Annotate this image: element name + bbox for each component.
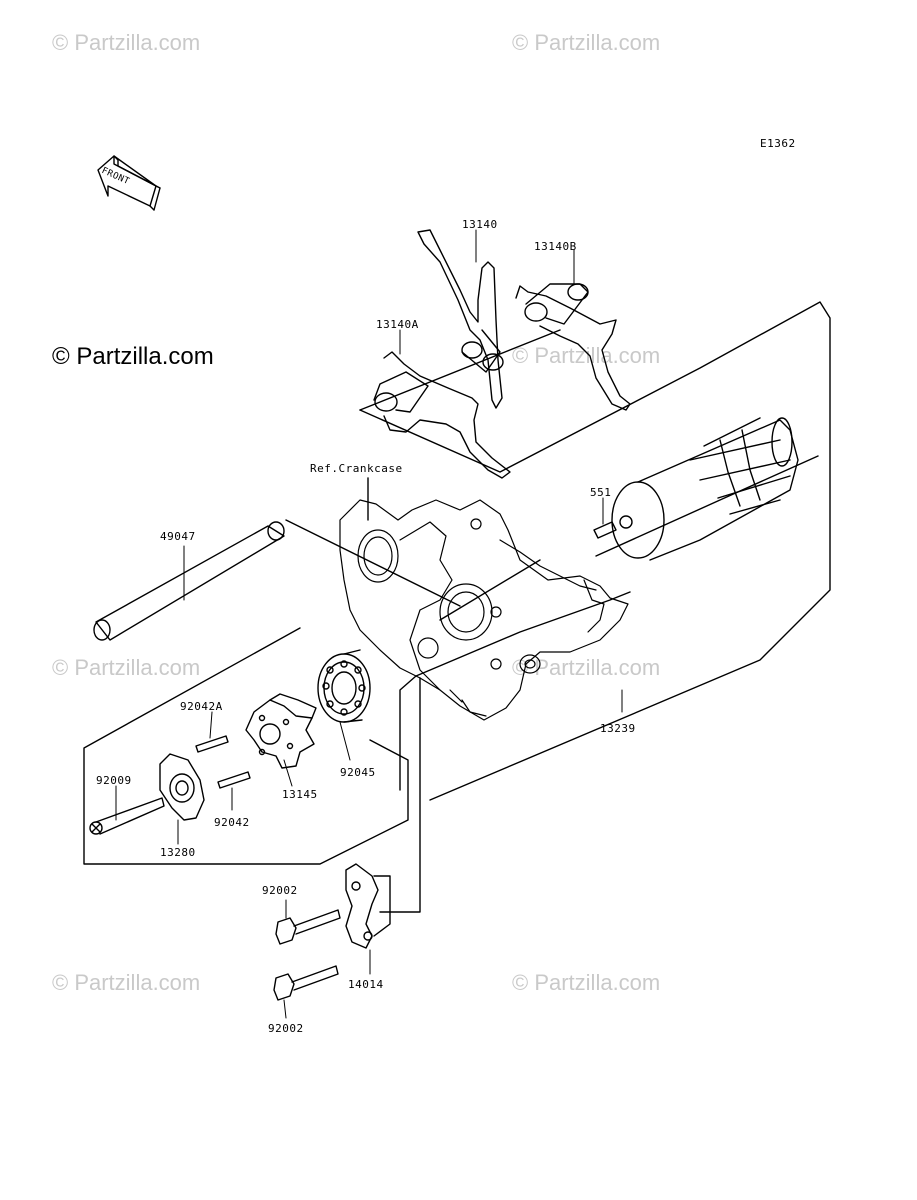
- watermark-lower-right: © Partzilla.com: [512, 655, 661, 680]
- part-label-13239[interactable]: 13239: [600, 722, 636, 735]
- shift-drum-13239: [611, 417, 799, 561]
- part-label-92002-upper[interactable]: 92002: [262, 884, 298, 897]
- part-label-92045[interactable]: 92045: [340, 766, 376, 779]
- part-label-92042A[interactable]: 92042A: [180, 700, 223, 713]
- part-label-13280[interactable]: 13280: [160, 846, 196, 859]
- watermark-top-left: © Partzilla.com: [52, 30, 201, 55]
- dowel-pin-92042A: [195, 735, 229, 753]
- plate-13280: [159, 753, 205, 821]
- watermark-main: © Partzilla.com: [52, 343, 214, 370]
- shift-fork-13140A: [373, 351, 511, 479]
- watermark-bottom-right: © Partzilla.com: [512, 970, 661, 995]
- part-label-13140A[interactable]: 13140A: [376, 318, 419, 331]
- pin-551: [593, 521, 617, 539]
- watermark-top-right: © Partzilla.com: [512, 30, 661, 55]
- ref-crankcase-label: Ref.Crankcase: [310, 462, 403, 475]
- watermark-lower-left: © Partzilla.com: [52, 655, 201, 680]
- front-arrow-icon: [97, 155, 161, 211]
- bolt-92009: [89, 797, 165, 835]
- bolt-92002-lower: [273, 965, 339, 1001]
- shift-drum-cam-13145: [245, 693, 317, 769]
- part-label-14014[interactable]: 14014: [348, 978, 384, 991]
- shift-fork-13140B: [515, 283, 631, 411]
- part-label-13145[interactable]: 13145: [282, 788, 318, 801]
- part-label-13140[interactable]: 13140: [462, 218, 498, 231]
- group-box-star-assembly: [83, 627, 409, 865]
- part-label-551[interactable]: 551: [590, 486, 612, 499]
- part-label-49047[interactable]: 49047: [160, 530, 196, 543]
- fork-box-outline: [359, 301, 831, 801]
- part-label-92002-lower[interactable]: 92002: [268, 1022, 304, 1035]
- part-label-92042[interactable]: 92042: [214, 816, 250, 829]
- guide-14014: [345, 863, 379, 949]
- watermark-bottom-left: © Partzilla.com: [52, 970, 201, 995]
- watermark-mid-right: © Partzilla.com: [512, 343, 661, 368]
- dowel-pin-92042: [217, 771, 251, 789]
- diagram-code: E1362: [760, 137, 796, 150]
- shift-fork-13140: [417, 229, 504, 409]
- bearing-92045: [317, 649, 371, 723]
- group-box-13239: [399, 591, 631, 791]
- part-label-92009[interactable]: 92009: [96, 774, 132, 787]
- bolt-92002-upper: [275, 909, 341, 945]
- shift-shaft-49047: [93, 521, 285, 641]
- part-label-13140B[interactable]: 13140B: [534, 240, 577, 253]
- crankcase-reference: [339, 499, 629, 721]
